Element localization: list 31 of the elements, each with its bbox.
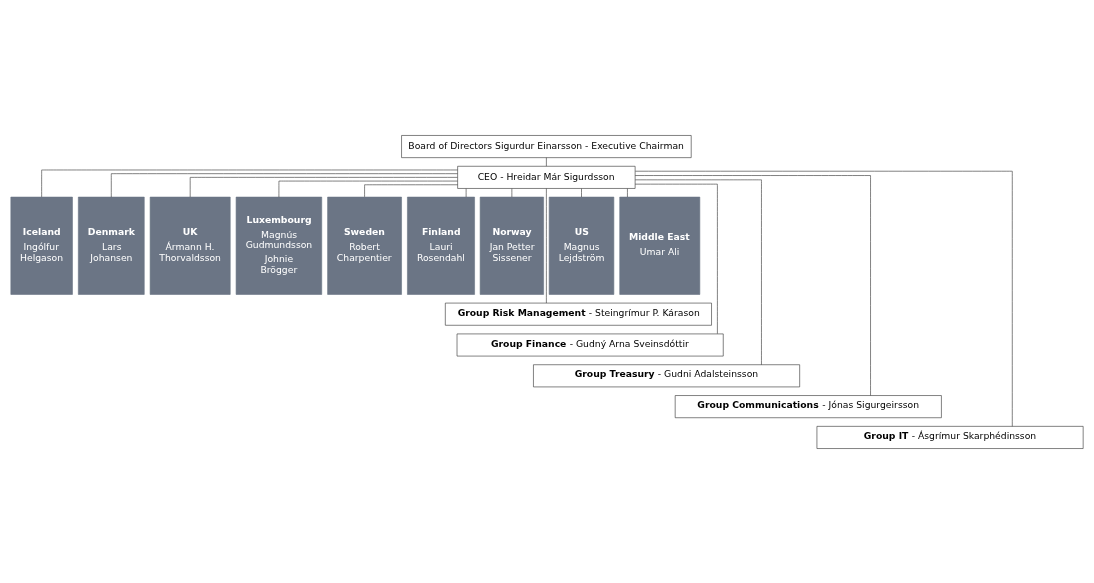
node-box: CEO - Hreidar Már Sigurdsson <box>457 165 636 189</box>
node-box: Group Communications - Jónas Sigurgeirsson <box>674 394 942 418</box>
connector <box>546 156 547 166</box>
connector <box>364 183 458 197</box>
node-box: UK Ármann H. Thorvaldsson <box>149 196 231 295</box>
connector <box>189 176 458 197</box>
connector <box>546 187 547 303</box>
connector <box>634 174 871 396</box>
connector <box>111 172 458 197</box>
node-box: Denmark Lars Johansen <box>78 196 145 295</box>
node-box: Middle East Umar Ali <box>619 196 701 295</box>
connector <box>511 187 513 197</box>
node-box: Iceland Ingólfur Helgason <box>10 196 73 295</box>
node-box: US Magnus Lejdström <box>548 196 615 295</box>
connector <box>41 169 458 197</box>
node-box: Luxembourg Magnús Gudmundsson Johnie Brögger <box>235 196 323 295</box>
node-box: Finland Lauri Rosendahl <box>407 196 475 295</box>
connector <box>581 187 582 197</box>
node-box: Norway Jan Petter Sissener <box>479 196 544 295</box>
node-box: Sweden Robert Charpentier <box>327 196 402 295</box>
connector <box>634 179 762 365</box>
node-box: Group Treasury - Gudni Adalsteinsson <box>533 363 800 387</box>
node-box: Group Finance - Gudný Arna Sveinsdóttir <box>456 333 724 356</box>
connector <box>627 187 628 197</box>
node-box: Board of Directors Sigurdur Einarsson - Executive Chairman <box>401 134 692 158</box>
connector <box>634 183 718 334</box>
node-box: Group Risk Management - Steingrímur P. Kárason <box>445 302 712 326</box>
connector <box>635 170 1013 427</box>
node-box: Group IT - Ásgrímur Skarphédinsson <box>816 425 1084 449</box>
connector <box>465 187 467 197</box>
connector <box>278 180 458 197</box>
